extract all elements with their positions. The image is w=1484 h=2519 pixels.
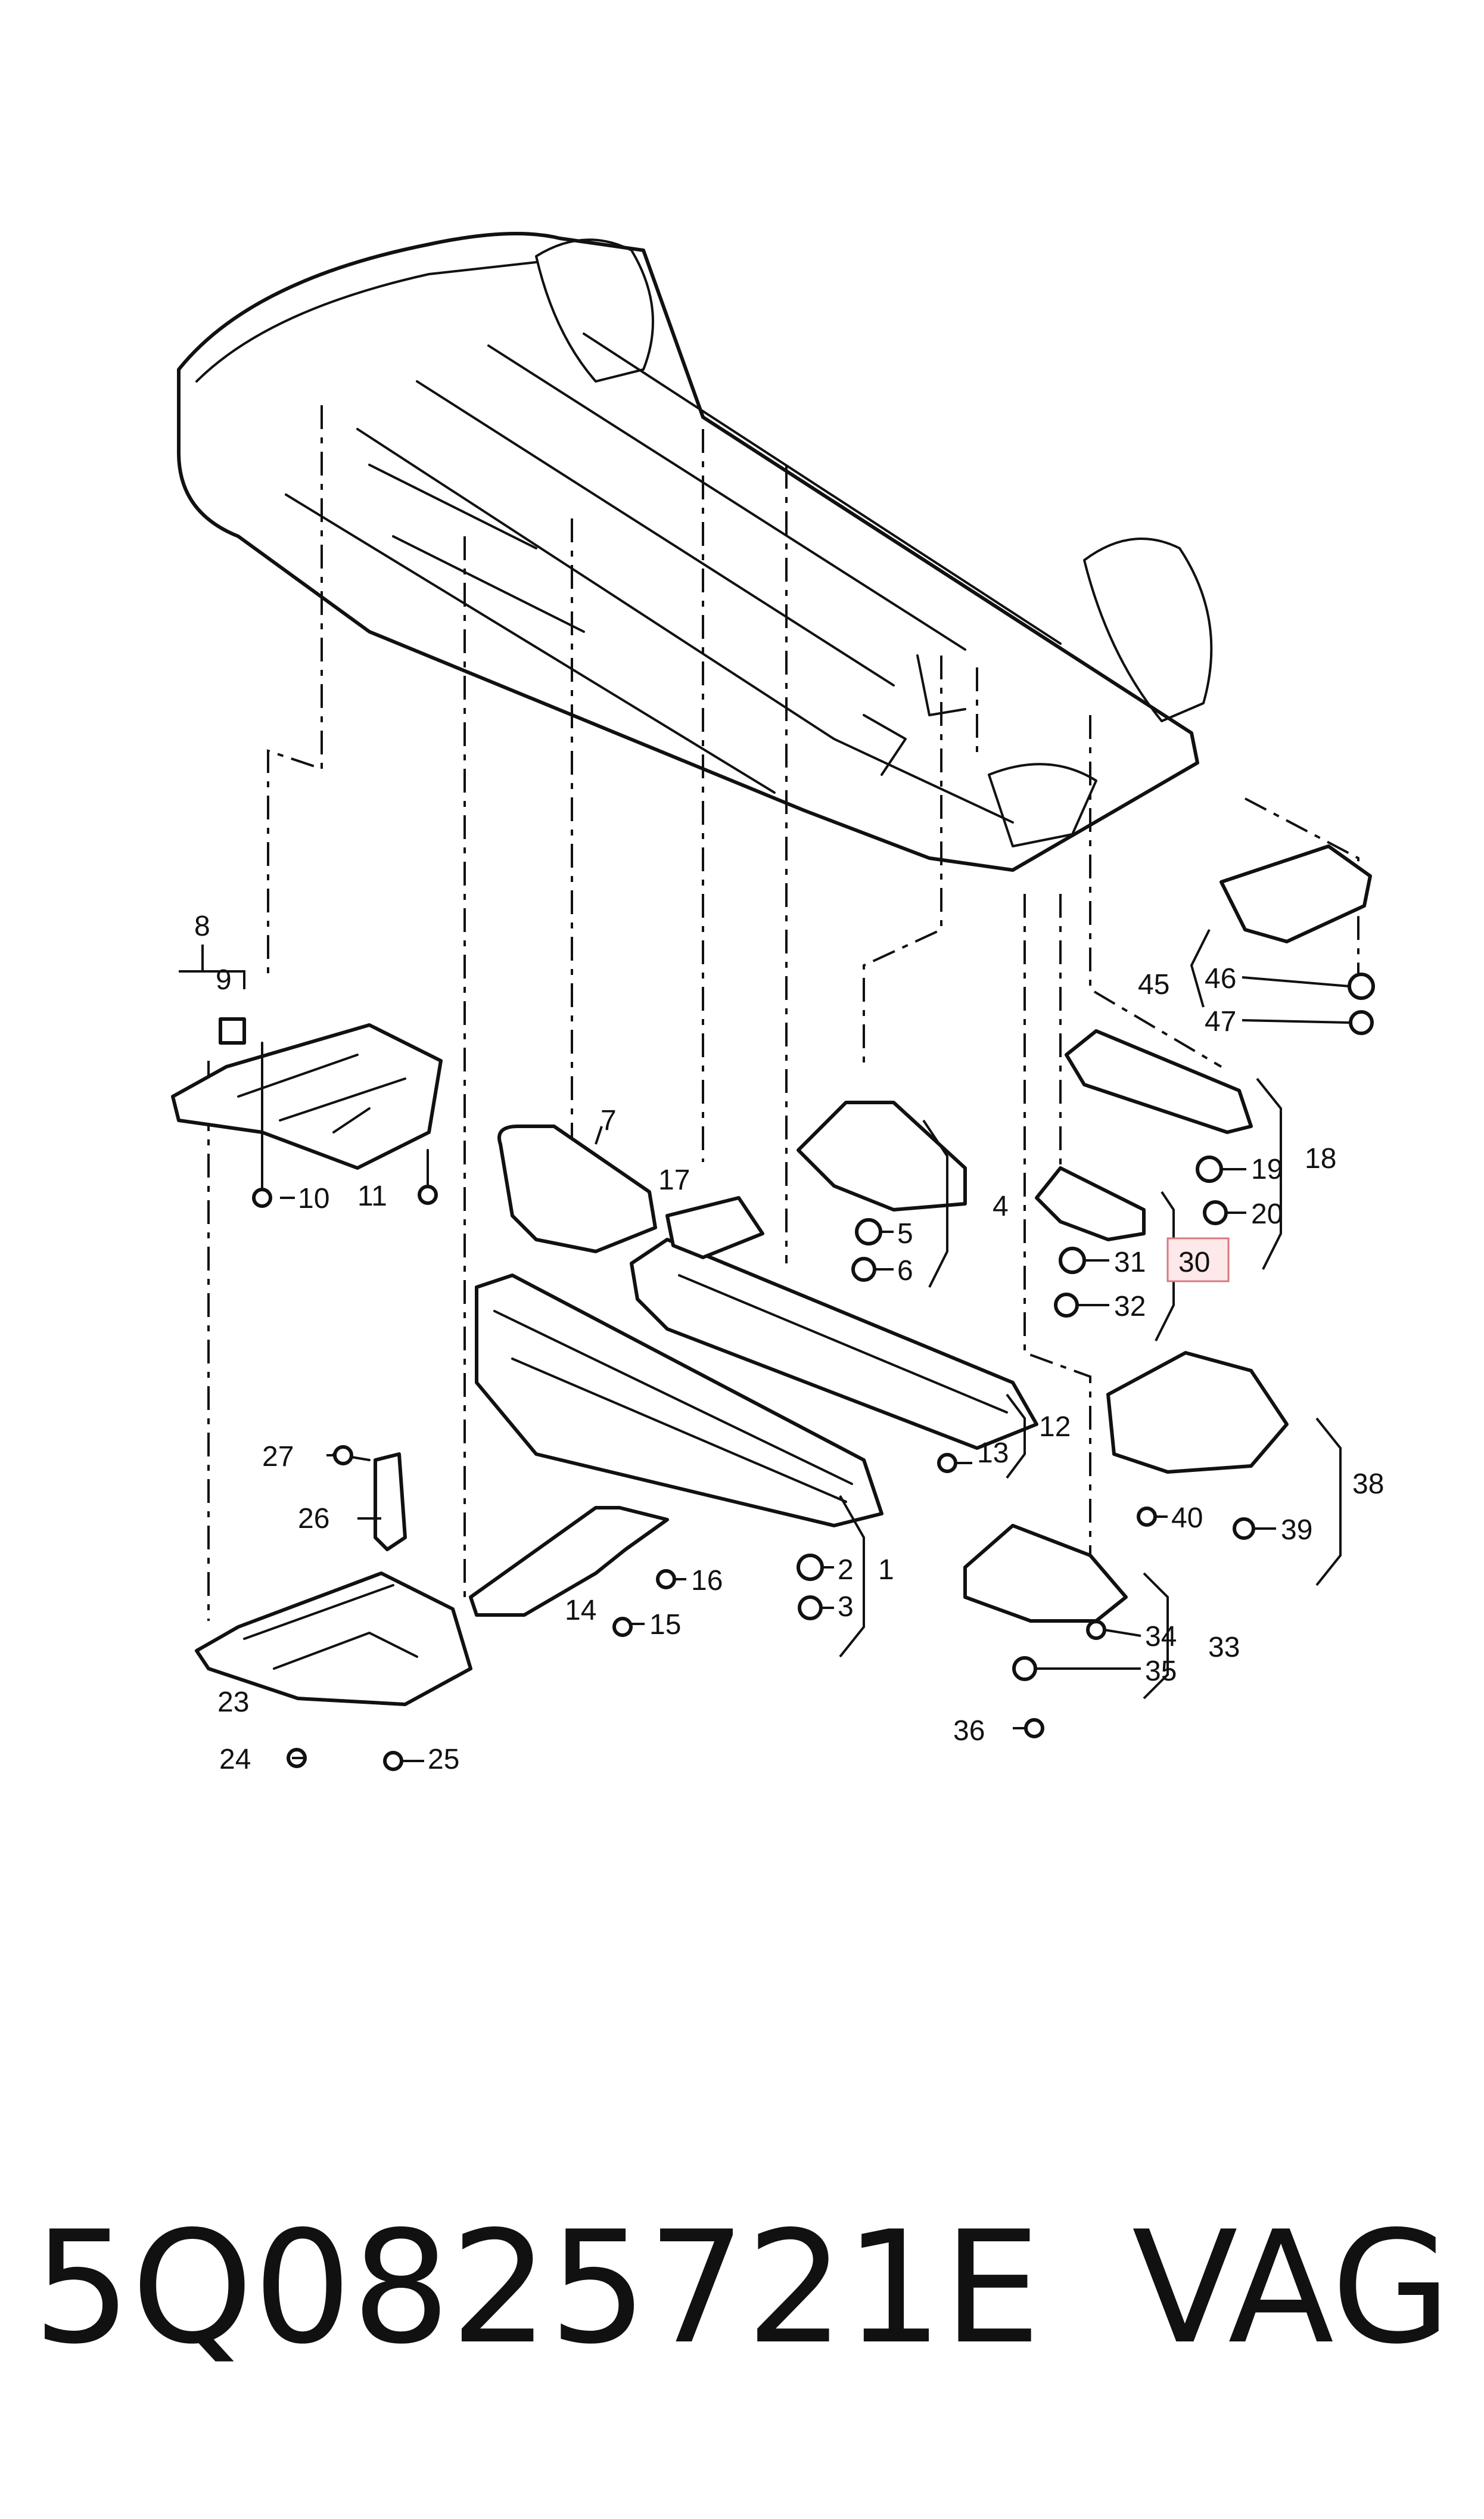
callout-33: 33 xyxy=(1208,1632,1240,1663)
callout-12: 12 xyxy=(1039,1411,1071,1443)
part-8-underbody-panel xyxy=(171,1017,443,1170)
callout-leaders xyxy=(280,976,1350,1762)
part-1-side-panel xyxy=(475,1274,883,1527)
callout-9: 9 xyxy=(216,964,232,996)
callout-39: 39 xyxy=(1281,1514,1312,1546)
callout-17: 17 xyxy=(658,1164,690,1196)
callout-15: 15 xyxy=(649,1609,681,1641)
callout-5: 5 xyxy=(897,1218,913,1250)
callout-8: 8 xyxy=(194,911,210,942)
callout-11: 11 xyxy=(357,1181,387,1212)
part-33-cover xyxy=(963,1524,1128,1623)
callout-30: 30 xyxy=(1178,1247,1210,1278)
callout-10: 10 xyxy=(298,1183,329,1215)
grouping-brackets xyxy=(179,929,1342,1700)
part-38-rear-underbody-cover xyxy=(1106,1351,1289,1474)
callout-2: 2 xyxy=(838,1554,854,1586)
callout-35: 35 xyxy=(1145,1655,1177,1687)
callout-25: 25 xyxy=(428,1744,459,1775)
callout-20: 20 xyxy=(1251,1198,1283,1230)
assembly-lead-lines xyxy=(207,405,1359,1621)
callout-7: 7 xyxy=(601,1105,617,1136)
fasteners xyxy=(287,973,1375,1771)
callout-31: 31 xyxy=(1114,1247,1146,1278)
car-underbody xyxy=(177,232,1213,872)
callout-46: 46 xyxy=(1205,963,1236,995)
callout-40: 40 xyxy=(1171,1502,1203,1534)
highlight-box xyxy=(1166,1237,1230,1282)
callout-45: 45 xyxy=(1138,969,1169,1001)
part-12-tunnel-panel xyxy=(630,1196,1038,1450)
part-23-engine-guard xyxy=(195,1571,472,1706)
callout-18: 18 xyxy=(1305,1143,1336,1175)
part-14-bracket xyxy=(469,1506,669,1617)
callout-27: 27 xyxy=(262,1441,294,1473)
part-18-side-trim xyxy=(1065,1029,1253,1134)
part-number: 5Q0825721E xyxy=(33,2198,1041,2378)
callout-38: 38 xyxy=(1352,1468,1384,1500)
callout-labels: 8 9 10 11 7 17 5 6 4 30 31 32 19 20 18 4… xyxy=(194,911,1384,1775)
callout-14: 14 xyxy=(565,1595,596,1626)
part-7-heat-shield xyxy=(497,1125,657,1253)
callout-16: 16 xyxy=(691,1565,723,1596)
part-26-bracket xyxy=(374,1452,407,1551)
callout-47: 47 xyxy=(1205,1006,1236,1038)
callout-36: 36 xyxy=(953,1715,985,1747)
callout-3: 3 xyxy=(838,1591,854,1623)
callout-1: 1 xyxy=(878,1554,894,1586)
callout-13: 13 xyxy=(977,1437,1009,1469)
callout-19: 19 xyxy=(1251,1154,1283,1185)
callout-23: 23 xyxy=(217,1686,249,1718)
part-10-11-screws xyxy=(252,1042,438,1208)
part-45-rear-cover xyxy=(1219,844,1372,943)
callout-26: 26 xyxy=(298,1503,329,1535)
part-30-underbody-trim xyxy=(1035,1166,1146,1241)
callout-4: 4 xyxy=(993,1191,1009,1222)
callout-32: 32 xyxy=(1114,1291,1146,1322)
brand-label: VAG xyxy=(1132,2198,1451,2378)
callout-34: 34 xyxy=(1145,1621,1177,1653)
callout-24: 24 xyxy=(219,1744,251,1775)
callout-6: 6 xyxy=(897,1255,913,1287)
part-4-underbody-cover xyxy=(797,1101,967,1212)
